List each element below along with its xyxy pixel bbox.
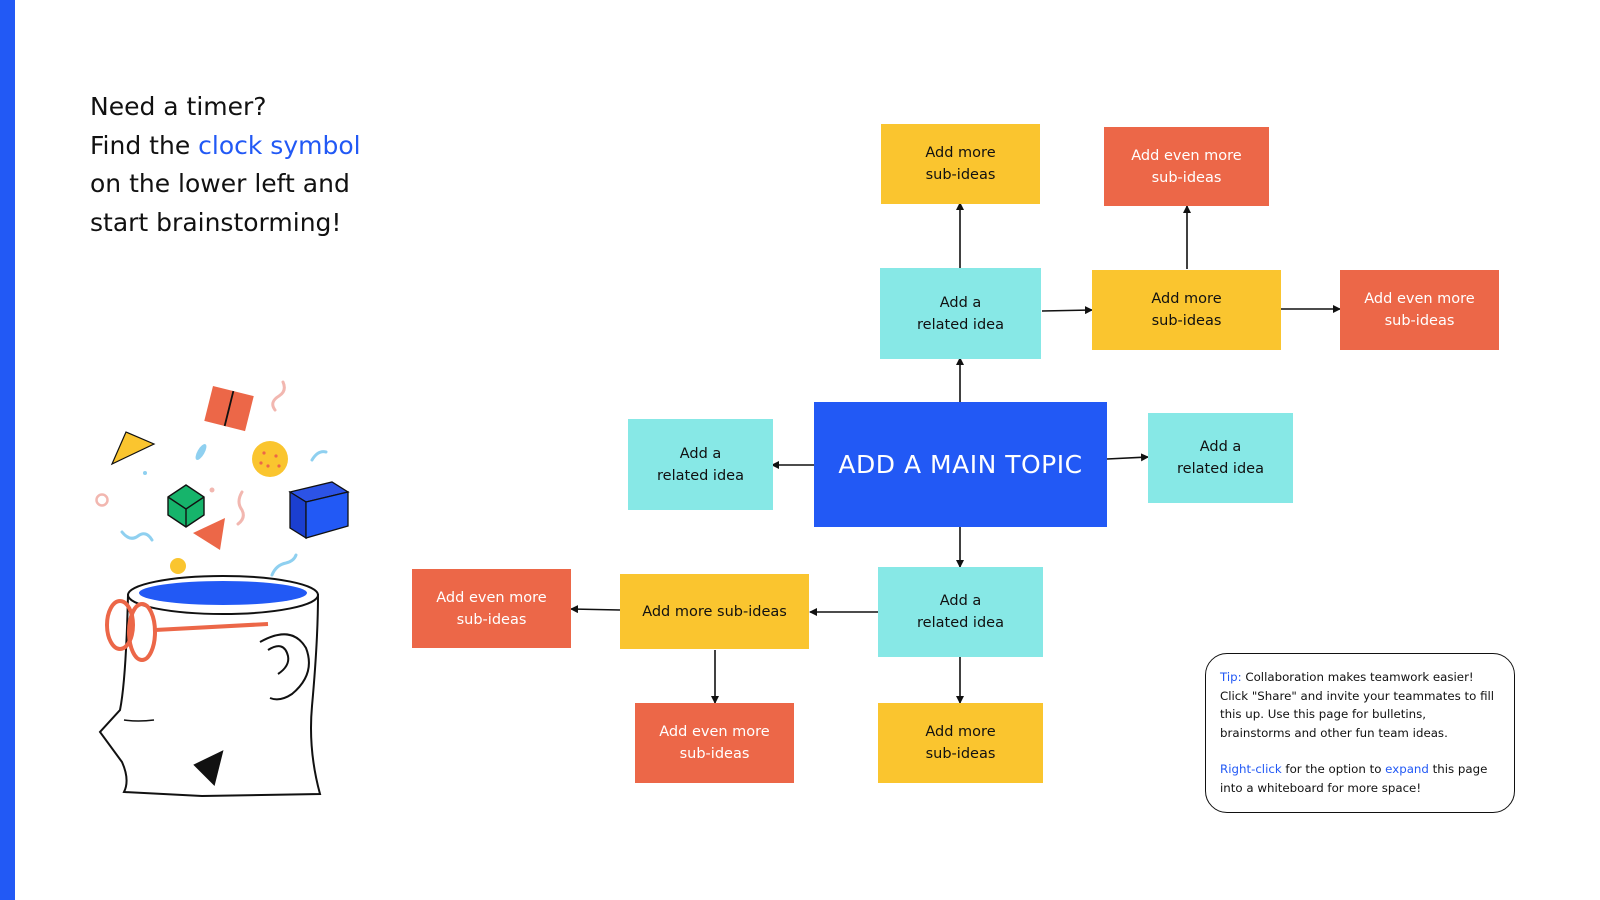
- blue-squiggle-3-icon: [270, 553, 298, 577]
- brainstorm-head-illustration: [95, 380, 350, 798]
- sub-idea-bottom-left[interactable]: Add more sub-ideas: [620, 574, 809, 649]
- main-topic-box[interactable]: ADD A MAIN TOPIC: [814, 402, 1107, 527]
- related-idea-bottom[interactable]: Add a related idea: [878, 567, 1043, 657]
- sub-idea-bottom[interactable]: Add more sub-ideas: [878, 703, 1043, 783]
- tip-text-2: for the option to: [1281, 762, 1386, 776]
- timer-instructions: Need a timer? Find the clock symbol on t…: [90, 88, 361, 242]
- related-idea-right[interactable]: Add a related idea: [1148, 413, 1293, 503]
- tip-text-3: this page into a whiteboard for more spa…: [1220, 762, 1488, 795]
- even-more-sub-idea-right[interactable]: Add even more sub-ideas: [1340, 270, 1499, 350]
- red-triangle-icon: [193, 518, 225, 550]
- tip-paragraph-1: Tip: Collaboration makes teamwork easier…: [1220, 668, 1500, 742]
- intro-line-2: Find the clock symbol: [90, 127, 361, 166]
- pink-dot-icon: [209, 487, 215, 493]
- glasses-icon: [105, 599, 269, 662]
- intro-line-2-text: Find the: [90, 130, 199, 160]
- intro-line-3: on the lower left and: [90, 169, 350, 198]
- yellow-ball-icon: [170, 558, 186, 574]
- red-square-icon: [204, 386, 254, 432]
- blue-capsule-icon: [195, 444, 207, 460]
- blue-squiggle-icon: [310, 450, 328, 462]
- even-more-sub-idea-bottom[interactable]: Add even more sub-ideas: [635, 703, 794, 783]
- pink-squiggle-2-icon: [236, 490, 245, 526]
- pink-squiggle-icon: [271, 380, 286, 412]
- clock-symbol-highlight: clock symbol: [198, 130, 361, 160]
- blue-dot-icon: [143, 471, 147, 475]
- yellow-triangle-icon: [110, 431, 156, 466]
- right-click-highlight: Right-click: [1220, 762, 1282, 776]
- intro-line-1: Need a timer?: [90, 92, 267, 121]
- blue-squiggle-2-icon: [120, 530, 154, 542]
- intro-line-4: start brainstorming!: [90, 207, 342, 237]
- even-more-sub-idea-left[interactable]: Add even more sub-ideas: [412, 569, 571, 648]
- cookie-dots: [259, 451, 281, 468]
- yellow-cookie-icon: [252, 441, 288, 477]
- arrow-main-to-right: [1106, 453, 1149, 462]
- arrow-related-top-to-sub-right: [1041, 306, 1093, 315]
- arrow-sub-left-to-even-left: [570, 605, 621, 614]
- blue-box-icon: [288, 481, 350, 540]
- tip-paragraph-2: Right-click for the option to expand thi…: [1220, 760, 1500, 797]
- tip-label: Tip:: [1220, 670, 1242, 684]
- left-accent-bar: [0, 0, 15, 900]
- sub-idea-top-right[interactable]: Add more sub-ideas: [1092, 270, 1281, 350]
- related-idea-left[interactable]: Add a related idea: [628, 419, 773, 510]
- expand-highlight: expand: [1385, 762, 1429, 776]
- tip-box: Tip: Collaboration makes teamwork easier…: [1205, 653, 1515, 813]
- sub-idea-top[interactable]: Add more sub-ideas: [881, 124, 1040, 204]
- related-idea-top[interactable]: Add a related idea: [880, 268, 1041, 359]
- tip-text-1: Collaboration makes teamwork easier! Cli…: [1220, 670, 1495, 740]
- pink-ring-icon: [95, 493, 109, 507]
- green-cube-icon: [167, 484, 205, 528]
- even-more-sub-idea-top[interactable]: Add even more sub-ideas: [1104, 127, 1269, 206]
